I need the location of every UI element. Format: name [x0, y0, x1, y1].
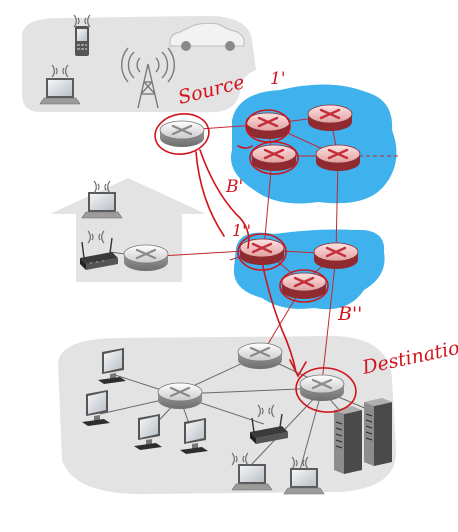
- home-network-region: [76, 212, 182, 282]
- mark-1-prime: 1': [270, 69, 286, 89]
- enterprise-router-top-icon: [236, 341, 284, 371]
- laptop-icon: [39, 77, 81, 105]
- wifi-router-icon: [80, 237, 118, 270]
- isp-router-5-icon: [238, 237, 286, 267]
- isp-router-3-icon: [250, 143, 298, 173]
- mark-b-double-prime: B'': [337, 303, 362, 325]
- car-icon: [169, 22, 245, 51]
- isp-router-1-icon: [244, 111, 292, 141]
- destination-label: Destination: [359, 334, 458, 379]
- handwritten-annotations: [154, 109, 357, 413]
- isp-router-4-icon: [314, 143, 362, 173]
- home-laptop-icon: [81, 191, 123, 219]
- cell-tower-icon: [121, 47, 175, 109]
- source-router-icon: [158, 119, 206, 149]
- isp-router-7-icon: [280, 271, 328, 301]
- server-icon: [333, 405, 363, 475]
- isp-router-2-icon: [306, 103, 354, 133]
- server-icon: [363, 397, 393, 467]
- enterprise-laptop-icon: [231, 463, 273, 491]
- mark-b-prime: B': [225, 177, 243, 197]
- enterprise-router-left-icon: [156, 381, 204, 411]
- isp-cloud-upper: [230, 84, 397, 204]
- mark-1-double-prime: 1'': [232, 221, 251, 240]
- phone-icon: [75, 26, 89, 56]
- home-router-icon: [122, 243, 170, 273]
- isp-router-6-icon: [312, 241, 360, 271]
- enterprise-network-region: [58, 336, 397, 495]
- house-roof-icon: [50, 178, 206, 214]
- destination-router-icon: [298, 373, 346, 403]
- enterprise-wifi-router-icon: [250, 413, 288, 444]
- enterprise-laptop-icon: [283, 467, 325, 495]
